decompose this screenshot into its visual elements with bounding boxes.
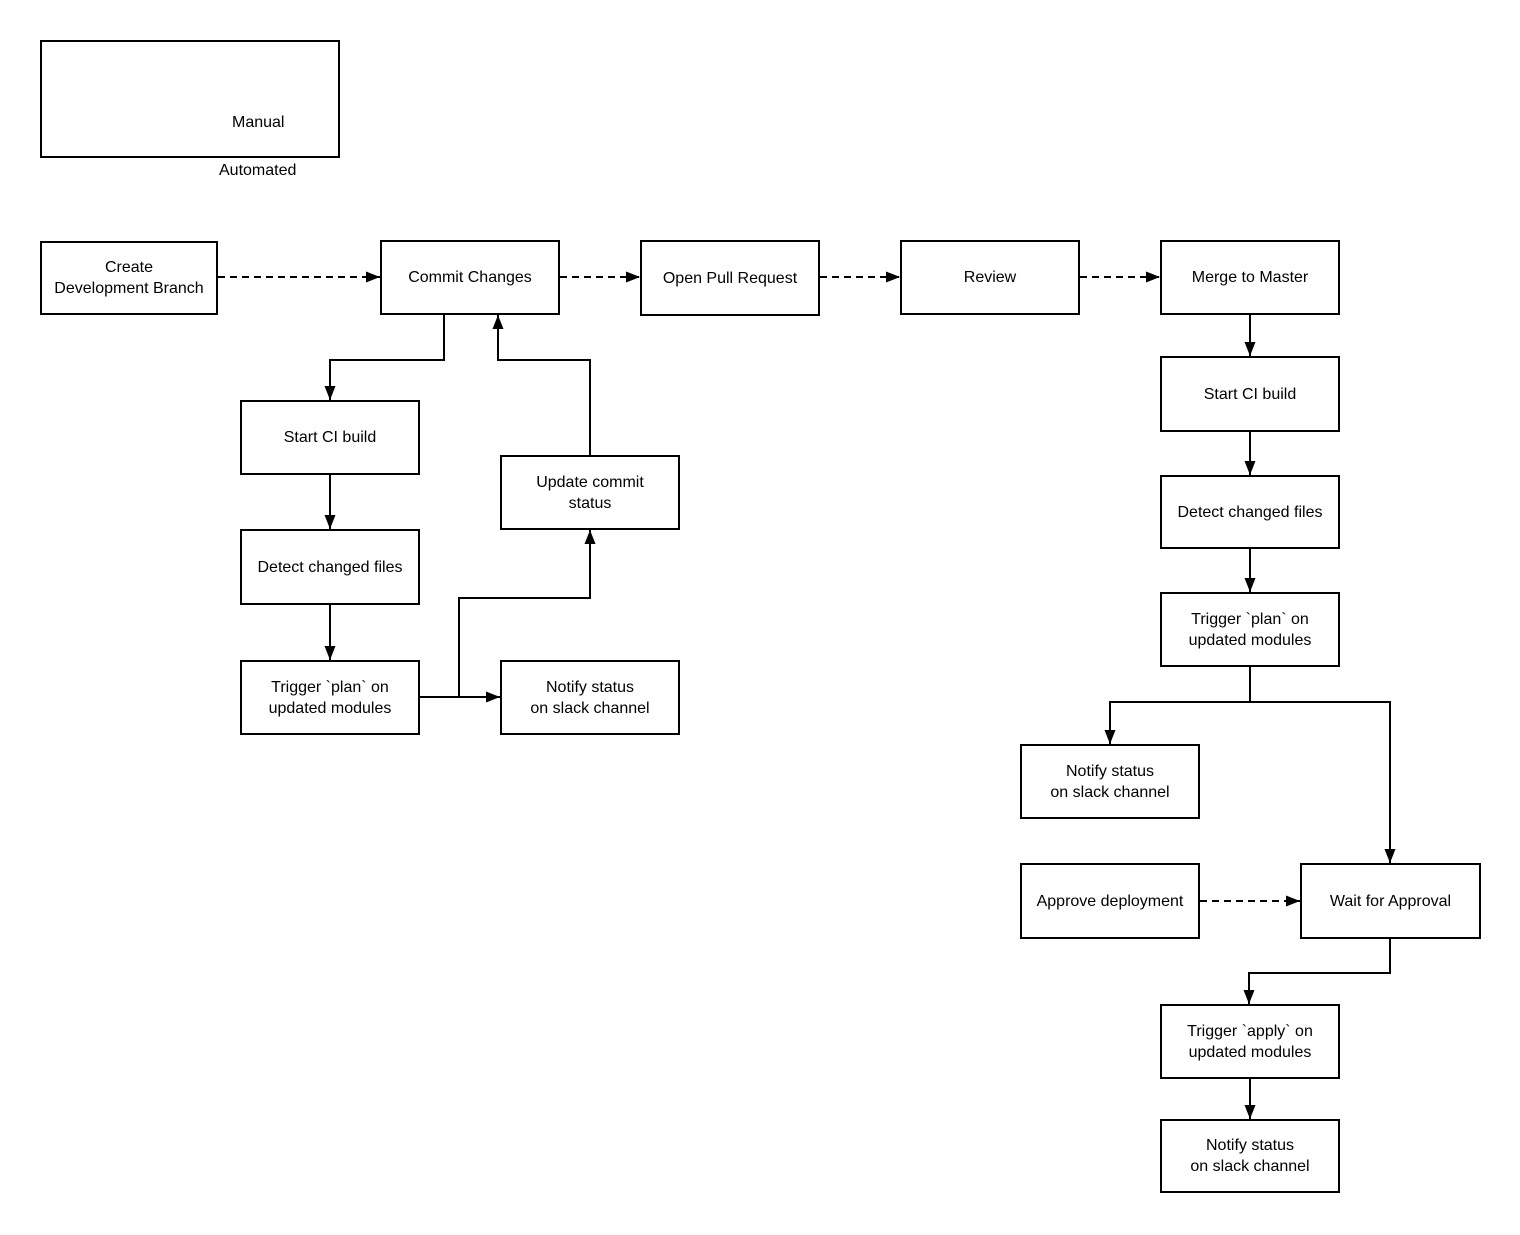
- legend-automated-label: Automated: [219, 162, 297, 179]
- node-notify-slack-final: Notify status on slack channel: [1160, 1119, 1340, 1193]
- edge-plan-to-notify-right: [1104, 667, 1251, 744]
- node-merge-to-master: Merge to Master: [1160, 240, 1340, 315]
- node-notify-slack-master: Notify status on slack channel: [1020, 744, 1200, 819]
- node-create-development-branch: Create Development Branch: [40, 241, 218, 315]
- node-wait-for-approval: Wait for Approval: [1300, 863, 1481, 939]
- node-detect-changed-files-master: Detect changed files: [1160, 475, 1340, 549]
- node-trigger-plan-master: Trigger `plan` on updated modules: [1160, 592, 1340, 667]
- edge-plan-to-wait: [1250, 701, 1396, 863]
- edge-update-status-to-commit: [492, 315, 591, 455]
- node-commit-changes: Commit Changes: [380, 240, 560, 315]
- node-notify-slack-dev: Notify status on slack channel: [500, 660, 680, 735]
- edge-wait-to-apply: [1243, 939, 1391, 1004]
- node-update-commit-status: Update commit status: [500, 455, 680, 530]
- node-detect-changed-files-dev: Detect changed files: [240, 529, 420, 605]
- edge-plan-to-update-status: [458, 530, 596, 697]
- node-approve-deployment: Approve deployment: [1020, 863, 1200, 939]
- node-start-ci-build-dev: Start CI build: [240, 400, 420, 475]
- node-start-ci-build-master: Start CI build: [1160, 356, 1340, 432]
- legend-box: Manual Automated: [40, 40, 340, 179]
- node-review: Review: [900, 240, 1080, 315]
- node-trigger-plan-dev: Trigger `plan` on updated modules: [240, 660, 420, 735]
- edge-commit-to-ci-build: [324, 315, 445, 400]
- legend-manual-label: Manual: [232, 114, 285, 131]
- node-trigger-apply: Trigger `apply` on updated modules: [1160, 1004, 1340, 1079]
- node-open-pull-request: Open Pull Request: [640, 240, 820, 316]
